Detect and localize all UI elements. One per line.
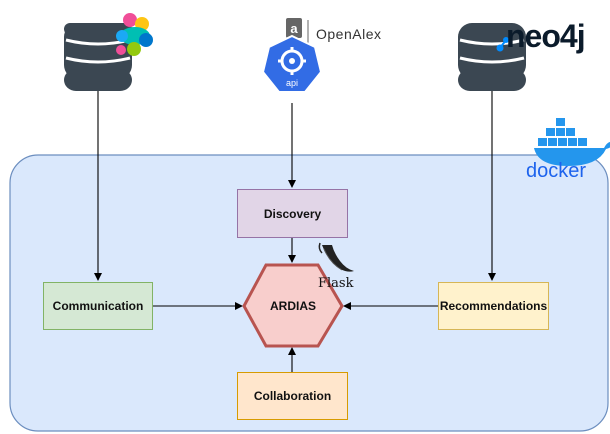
- collaboration-box: Collaboration: [237, 372, 348, 420]
- flask-icon: [318, 242, 354, 272]
- connectors: [94, 88, 496, 372]
- ardias-label: ARDIAS: [269, 299, 316, 313]
- docker-label: docker: [526, 160, 587, 182]
- elasticsearch-icon: [116, 13, 153, 56]
- discovery-box: Discovery: [237, 189, 348, 238]
- ardias-hexagon: [242, 263, 344, 348]
- recommendations-box: Recommendations: [438, 282, 549, 330]
- kubernetes-api-icon: [261, 34, 323, 93]
- database-icon: [64, 23, 132, 91]
- database-icon: [458, 23, 526, 91]
- openalex-icon: a: [286, 18, 309, 44]
- flask-label: Flask: [318, 276, 354, 291]
- communication-box: Communication: [43, 282, 153, 330]
- openalex-label: OpenAlex: [316, 26, 382, 42]
- api-label: api: [285, 78, 298, 88]
- docker-icon: [534, 118, 610, 166]
- neo4j-label: neo4j: [506, 18, 586, 54]
- neo4j-icon: [496, 37, 509, 52]
- svg-text:a: a: [290, 21, 298, 36]
